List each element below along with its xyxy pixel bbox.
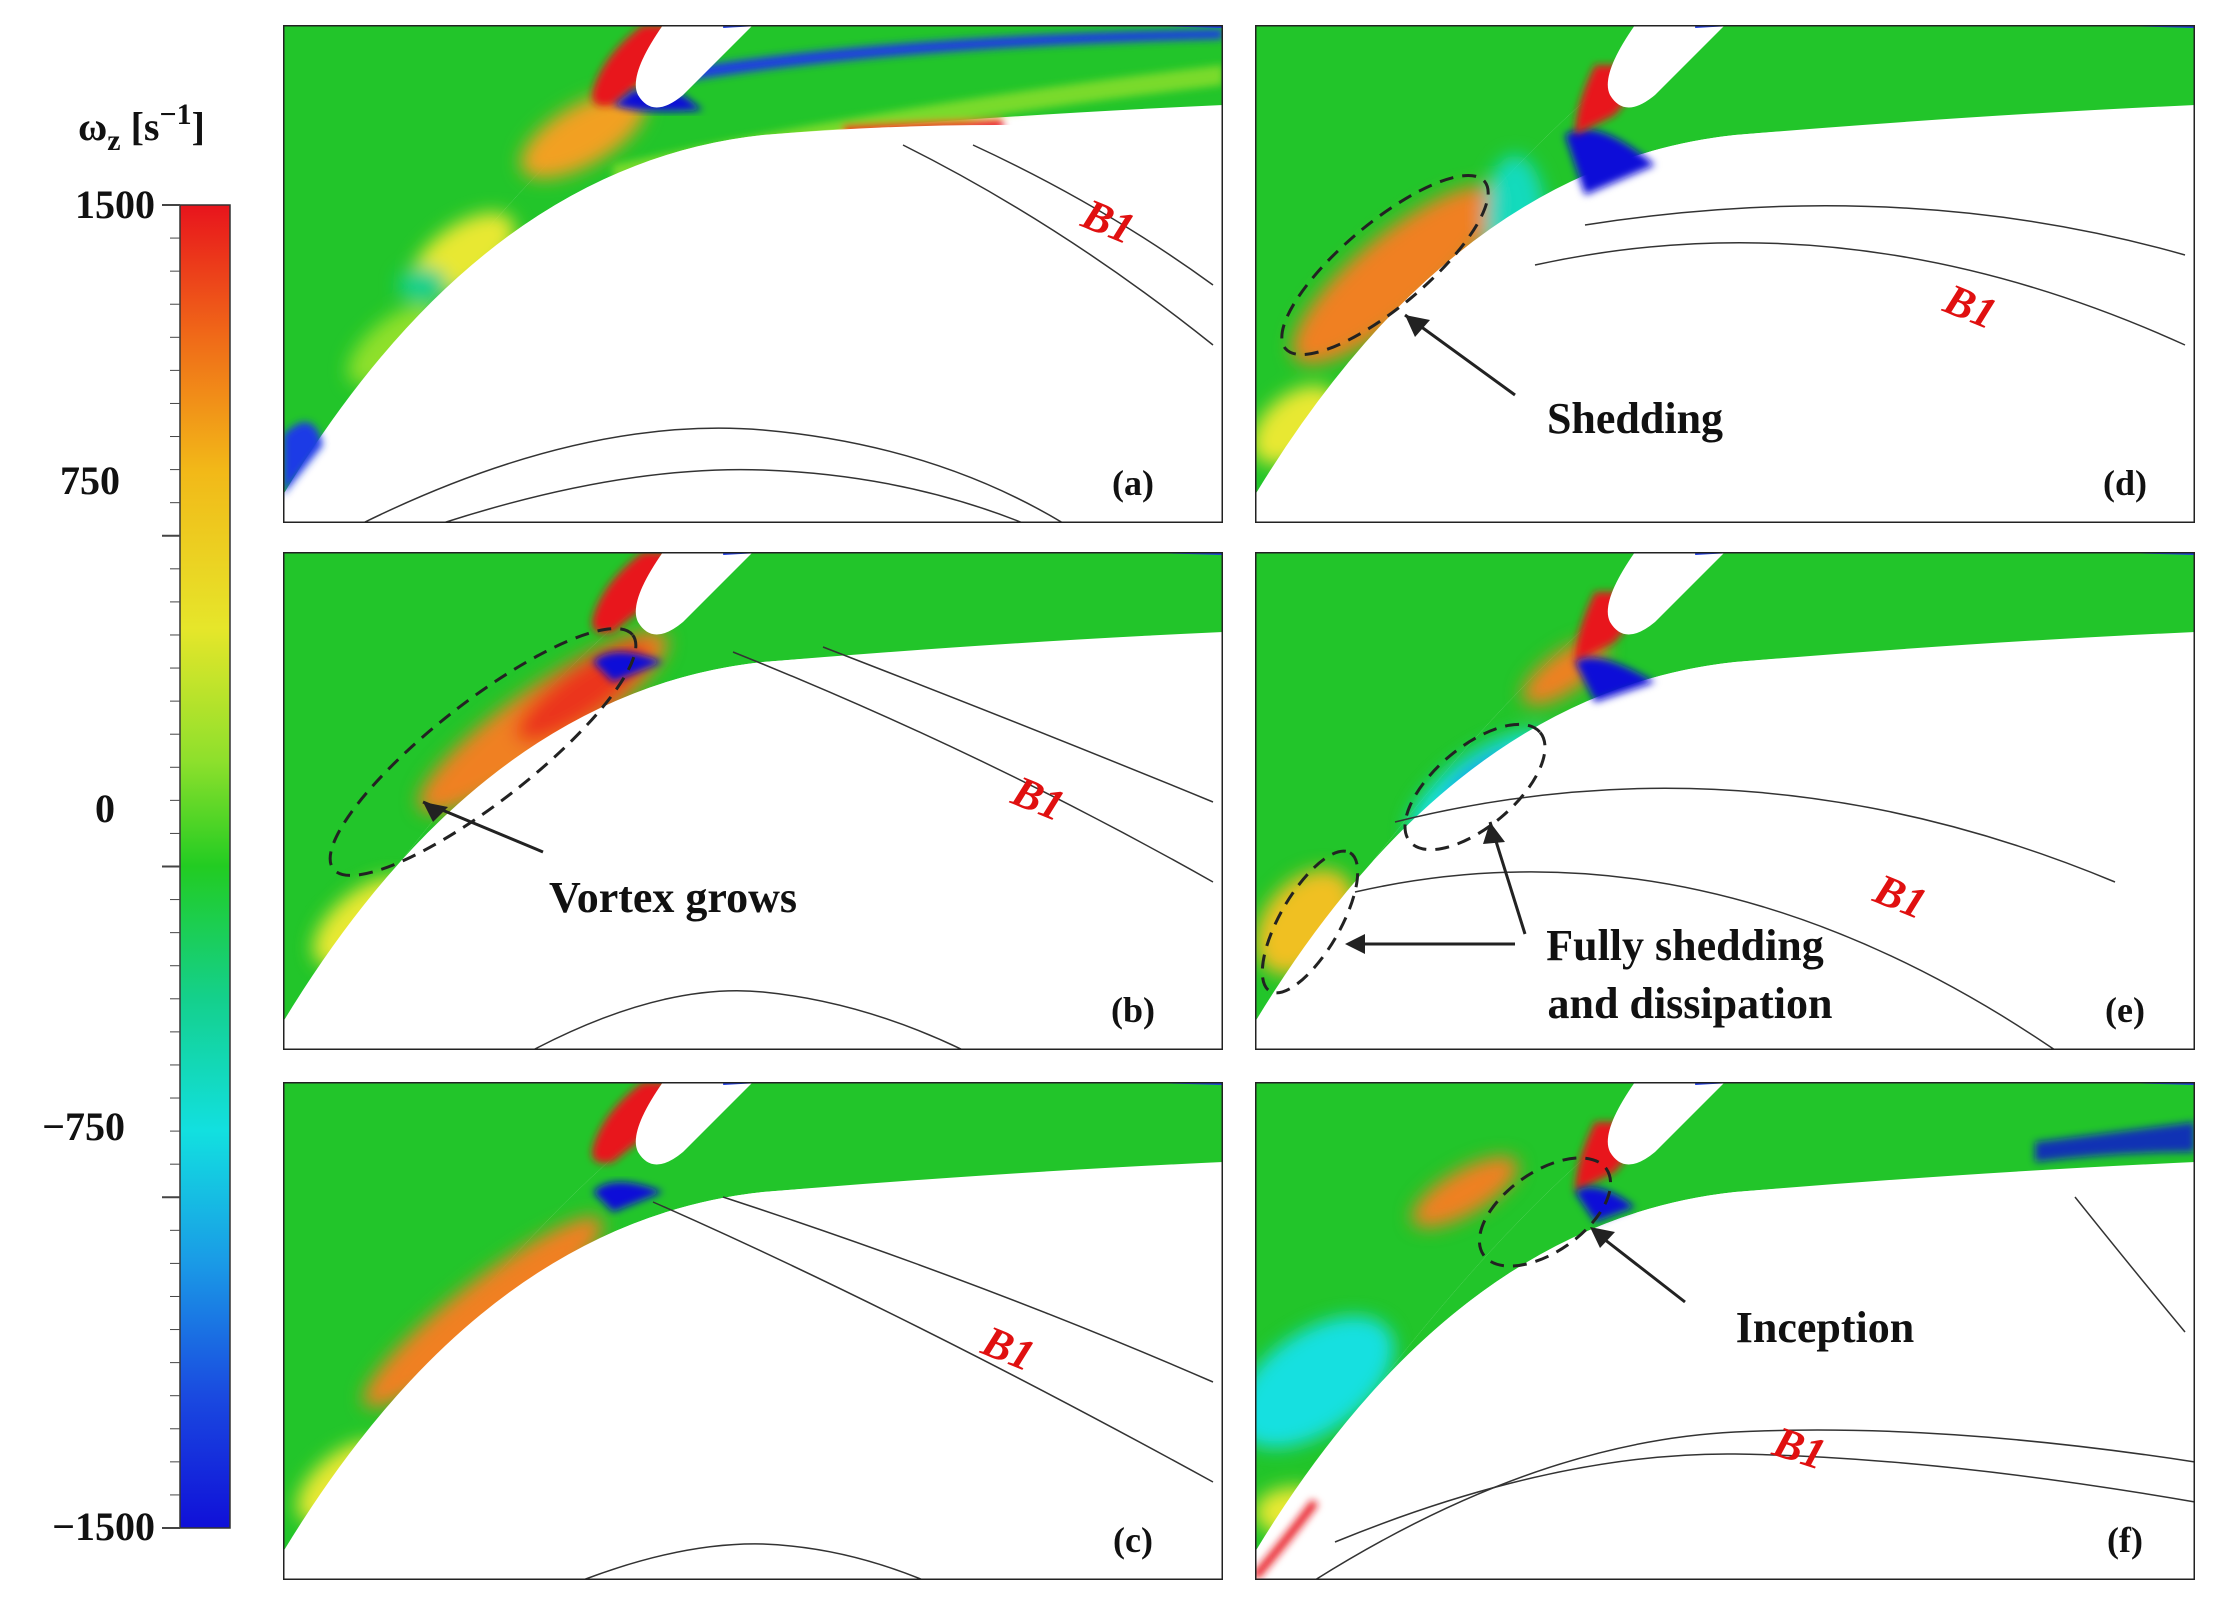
svg-text:ωz[s−1]: ωz [s−1] — [78, 98, 205, 157]
colorbar-tick-1500: 1500 — [75, 182, 155, 227]
panel-f-label: (f) — [2107, 1520, 2143, 1560]
panel-d: Shedding (d) B1 — [1255, 25, 2195, 523]
vorticity-colorbar: ωz [s−1] 1500 750 0 −750 −1500 — [42, 98, 231, 1549]
colorbar-tick-neg1500: −1500 — [52, 1504, 155, 1549]
panel-b-annotation: Vortex grows — [549, 873, 797, 922]
colorbar-tick-750: 750 — [60, 458, 120, 503]
colorbar-title-omega: ω — [78, 104, 107, 149]
colorbar-title-unit: [s — [131, 104, 160, 149]
colorbar-tick-neg750: −750 — [42, 1104, 125, 1149]
colorbar-tick-labels: 1500 750 0 −750 −1500 — [42, 182, 155, 1549]
panel-a: (a) B1 — [283, 25, 1223, 523]
panel-e-label: (e) — [2105, 990, 2145, 1030]
panel-e-annotation-line1: Fully shedding — [1546, 921, 1824, 970]
colorbar-minor-ticks — [162, 204, 180, 1529]
colorbar-tick-0: 0 — [95, 786, 115, 831]
panel-c: (c) B1 — [283, 1082, 1223, 1580]
colorbar-title-close: ] — [192, 104, 205, 149]
panel-f: Inception (f) B1 — [1255, 1082, 2195, 1580]
colorbar-title-exponent: −1 — [159, 98, 191, 131]
panel-b: Vortex grows (b) B1 — [283, 552, 1223, 1050]
colorbar-title: ωz [s−1] — [78, 98, 205, 157]
panel-e-annotation-line2: and dissipation — [1548, 979, 1833, 1028]
panel-c-label: (c) — [1113, 1520, 1153, 1560]
panel-e: Fully shedding and dissipation (e) B1 — [1255, 552, 2195, 1050]
colorbar-gradient — [179, 204, 231, 1529]
panel-a-label: (a) — [1112, 463, 1154, 503]
panel-d-annotation: Shedding — [1547, 394, 1723, 443]
panel-d-label: (d) — [2103, 463, 2147, 503]
panel-b-label: (b) — [1111, 990, 1155, 1030]
colorbar-title-subscript: z — [107, 124, 120, 157]
panel-f-annotation: Inception — [1736, 1303, 1914, 1352]
